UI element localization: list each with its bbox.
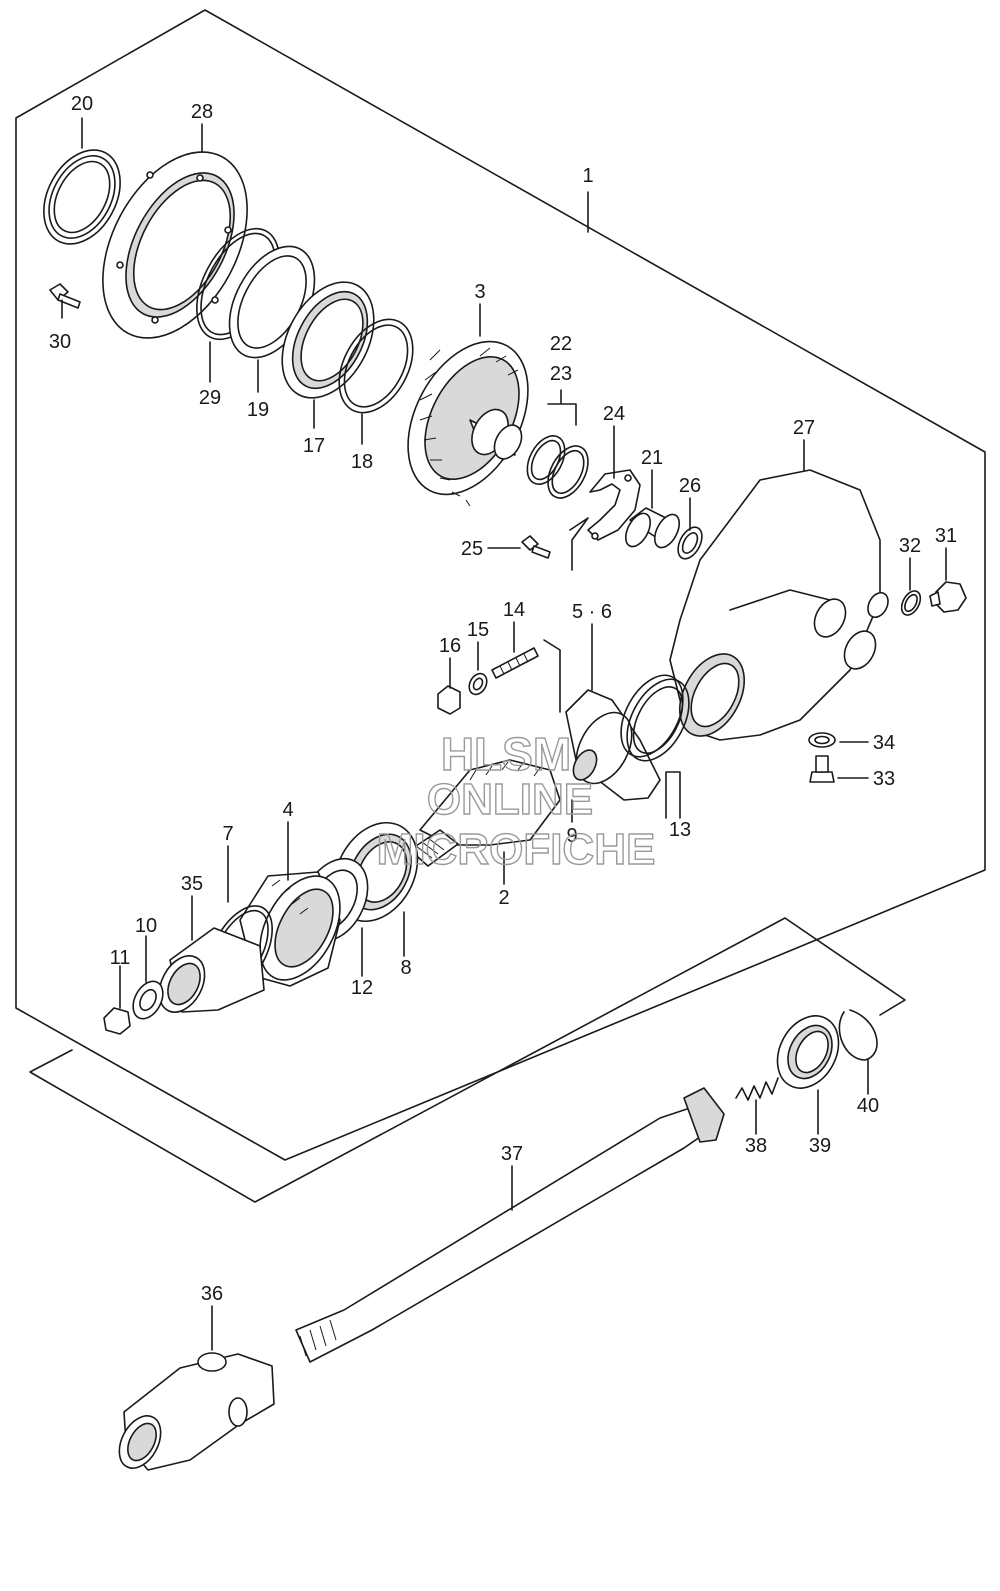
callout-30: 30 bbox=[49, 331, 71, 353]
callout-32: 32 bbox=[899, 535, 921, 557]
part-2-drive-pinion[interactable] bbox=[409, 746, 601, 867]
callout-8: 8 bbox=[400, 957, 411, 979]
part-34-washer[interactable] bbox=[808, 732, 836, 748]
part-25-bolt[interactable] bbox=[521, 535, 551, 559]
callout-9: 9 bbox=[566, 825, 577, 847]
part-18-o-ring[interactable] bbox=[324, 307, 427, 425]
callout-22: 22 bbox=[550, 333, 572, 355]
part-31-plug[interactable] bbox=[929, 581, 967, 613]
callout-15: 15 bbox=[467, 619, 489, 641]
part-17-bearing[interactable] bbox=[264, 266, 393, 413]
callout-38: 38 bbox=[745, 1135, 767, 1157]
callout-labels: 1 2 3 4 5 · 6 7 8 9 10 11 12 13 14 15 16… bbox=[49, 93, 957, 1305]
callout-34: 34 bbox=[873, 732, 895, 754]
part-36-universal-joint[interactable] bbox=[111, 1352, 275, 1475]
callout-10: 10 bbox=[135, 915, 157, 937]
callout-12: 12 bbox=[351, 977, 373, 999]
callout-1: 1 bbox=[582, 165, 593, 187]
callout-14: 14 bbox=[503, 599, 525, 621]
part-38-spring[interactable] bbox=[735, 1077, 779, 1101]
part-16-nut[interactable] bbox=[437, 685, 461, 715]
callout-36: 36 bbox=[201, 1283, 223, 1305]
assembly-outline bbox=[15, 9, 986, 1203]
callout-40: 40 bbox=[857, 1095, 879, 1117]
watermark-line-2: ONLINE bbox=[427, 775, 593, 824]
callout-24: 24 bbox=[603, 403, 625, 425]
part-13-shims[interactable] bbox=[608, 665, 701, 771]
callout-19: 19 bbox=[247, 399, 269, 421]
part-14-stud[interactable] bbox=[491, 647, 539, 679]
part-15-washer[interactable] bbox=[466, 671, 490, 698]
callout-11: 11 bbox=[110, 947, 131, 969]
callout-31: 31 bbox=[935, 525, 957, 547]
callout-26: 26 bbox=[679, 475, 701, 497]
callout-7: 7 bbox=[222, 823, 233, 845]
part-3-ring-gear[interactable] bbox=[384, 321, 553, 515]
part-10-washer[interactable] bbox=[127, 976, 169, 1024]
callout-28: 28 bbox=[191, 101, 213, 123]
callout-2: 2 bbox=[498, 887, 509, 909]
leader-lines bbox=[61, 117, 947, 1351]
part-33-drain-plug[interactable] bbox=[809, 755, 835, 783]
callout-4: 4 bbox=[282, 799, 293, 821]
part-11-nut[interactable] bbox=[103, 1007, 131, 1035]
callout-3: 3 bbox=[474, 281, 485, 303]
callout-20: 20 bbox=[71, 93, 93, 115]
part-27-gear-case[interactable] bbox=[667, 469, 892, 747]
part-40-snap-ring[interactable] bbox=[838, 1009, 878, 1061]
part-37-drive-shaft[interactable] bbox=[295, 1087, 725, 1363]
watermark-line-3: MICROFICHE bbox=[377, 825, 656, 874]
part-30-bolt[interactable] bbox=[49, 283, 81, 309]
part-19-shim[interactable] bbox=[212, 232, 332, 372]
part-26-washer[interactable] bbox=[673, 523, 707, 562]
callout-16: 16 bbox=[439, 635, 461, 657]
callout-25: 25 bbox=[461, 538, 483, 560]
callout-35: 35 bbox=[181, 873, 203, 895]
part-32-gasket[interactable] bbox=[898, 588, 924, 618]
callout-5-6: 5 · 6 bbox=[572, 601, 612, 623]
part-21-needle-bearing[interactable] bbox=[621, 507, 685, 552]
callout-27: 27 bbox=[793, 417, 815, 439]
callout-39: 39 bbox=[809, 1135, 831, 1157]
part-35-sleeve[interactable] bbox=[150, 927, 265, 1020]
part-22-23-shims[interactable] bbox=[520, 430, 596, 505]
part-24-retainer[interactable] bbox=[587, 469, 641, 541]
callout-18: 18 bbox=[351, 451, 373, 473]
callout-13: 13 bbox=[669, 819, 691, 841]
callout-37: 37 bbox=[501, 1143, 523, 1165]
watermark: HLSM ONLINE MICROFICHE bbox=[376, 727, 656, 874]
watermark-line-1: HLSM bbox=[441, 728, 571, 780]
part-39-collar[interactable] bbox=[765, 1005, 850, 1098]
callout-23: 23 bbox=[550, 363, 572, 385]
part-20-oil-seal[interactable] bbox=[29, 137, 136, 257]
callout-17: 17 bbox=[303, 435, 325, 457]
callout-21: 21 bbox=[641, 447, 663, 469]
callout-33: 33 bbox=[873, 768, 895, 790]
callout-29: 29 bbox=[199, 387, 221, 409]
